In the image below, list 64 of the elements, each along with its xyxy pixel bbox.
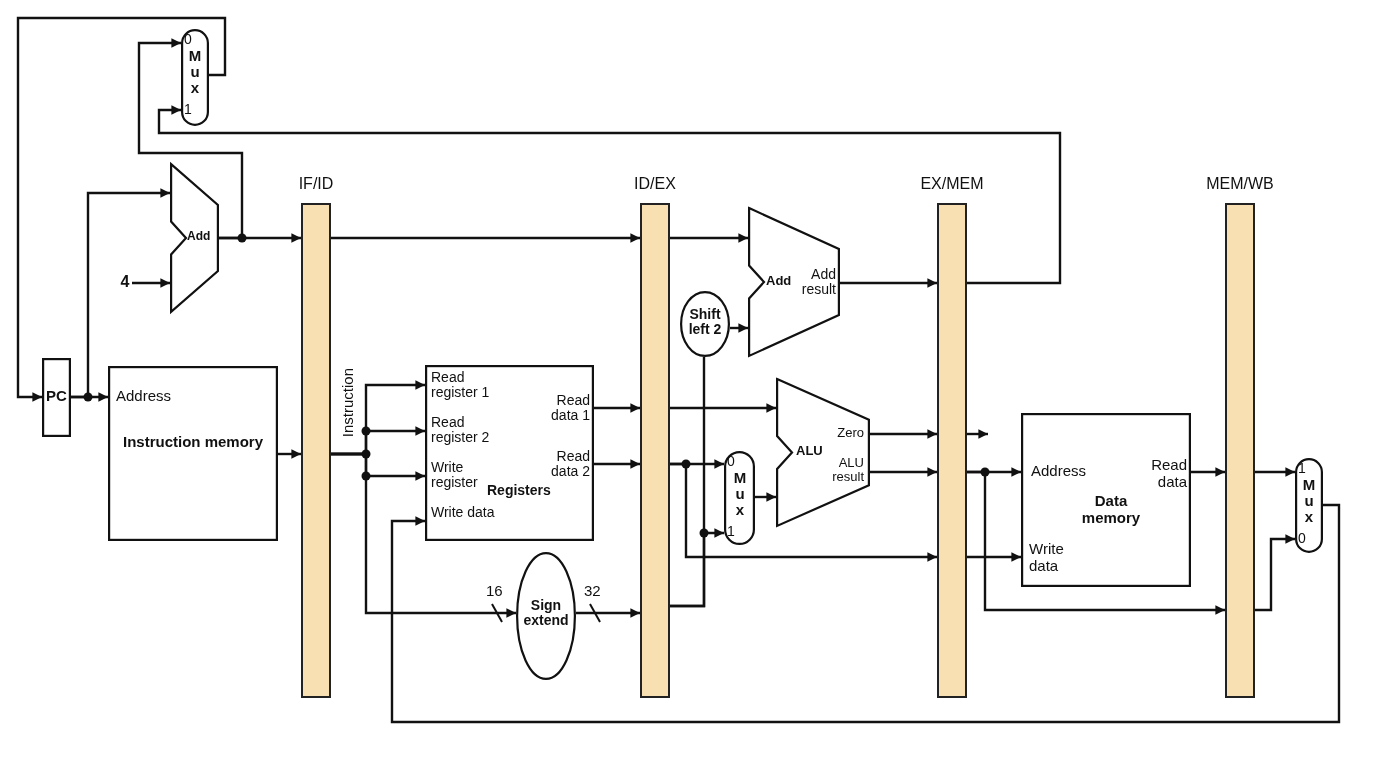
block-label: Shift left 2 xyxy=(687,307,723,338)
mux-input-label: 0 xyxy=(184,32,193,48)
mux-label: Mux xyxy=(733,470,747,518)
block-label: Sign extend xyxy=(522,598,570,629)
mux-input-label: 1 xyxy=(184,102,193,118)
port-label: Read data 2 xyxy=(550,449,590,480)
bus-width-label: 16 xyxy=(486,583,503,600)
port-label: Write data xyxy=(431,505,496,521)
port-label: Read register 1 xyxy=(431,370,491,401)
arrow xyxy=(870,467,937,477)
arrow xyxy=(967,470,1225,615)
port-label: Read data 1 xyxy=(550,393,590,424)
port-label: Read register 2 xyxy=(431,415,491,446)
arrow xyxy=(594,403,640,413)
arrow xyxy=(1255,467,1295,477)
constant-label: 4 xyxy=(119,273,131,291)
arrow xyxy=(16,16,227,402)
arrow xyxy=(71,188,170,399)
arrow xyxy=(670,528,724,608)
arrow xyxy=(594,459,640,469)
arrow xyxy=(840,278,937,288)
port-label: Address xyxy=(116,388,173,405)
pipeline-register-label: MEM/WB xyxy=(1205,175,1275,193)
port-label: Write data xyxy=(1029,541,1065,574)
block-label: Instruction memory xyxy=(122,434,264,451)
signal-label: Instruction xyxy=(340,368,357,438)
port-label: Add result xyxy=(800,267,836,298)
arrow xyxy=(132,278,170,288)
port-label: Address xyxy=(1031,463,1088,480)
block-label: Data memory xyxy=(1080,493,1142,526)
pipeline-register-label: ID/EX xyxy=(633,175,677,193)
arrow xyxy=(870,429,937,439)
block-label: Registers xyxy=(487,483,552,499)
arrow xyxy=(1255,534,1295,612)
port-label: ALU result xyxy=(831,456,864,485)
block-label: PC xyxy=(45,388,68,405)
mux-input-label: 1 xyxy=(1298,461,1307,477)
arrow xyxy=(670,233,748,243)
arrow xyxy=(1191,467,1225,477)
arrow xyxy=(390,503,1341,724)
arrow xyxy=(137,38,244,240)
arrow xyxy=(331,452,516,618)
arrow xyxy=(670,403,776,413)
arrow xyxy=(967,429,988,439)
arrow xyxy=(967,552,1021,562)
mux-label: Mux xyxy=(1302,477,1316,525)
arrow xyxy=(157,105,1062,285)
mux-input-label: 0 xyxy=(1298,531,1307,547)
arrow xyxy=(755,492,776,502)
arrow xyxy=(331,233,640,243)
port-label: Zero xyxy=(836,426,864,441)
mux-input-label: 1 xyxy=(727,524,736,540)
port-label: Read data xyxy=(1150,457,1187,490)
arrow xyxy=(730,323,748,333)
mux-label: Mux xyxy=(188,48,202,96)
bus-width-label: 32 xyxy=(584,583,601,600)
arrow xyxy=(670,462,937,562)
pipeline-register-label: IF/ID xyxy=(297,175,335,193)
adder-label: Add xyxy=(187,230,212,244)
arrow xyxy=(278,449,301,459)
arrow xyxy=(576,608,640,618)
alu-label: ALU xyxy=(796,444,824,459)
adder-label: Add xyxy=(766,274,793,289)
pipeline-register-label: EX/MEM xyxy=(919,175,985,193)
